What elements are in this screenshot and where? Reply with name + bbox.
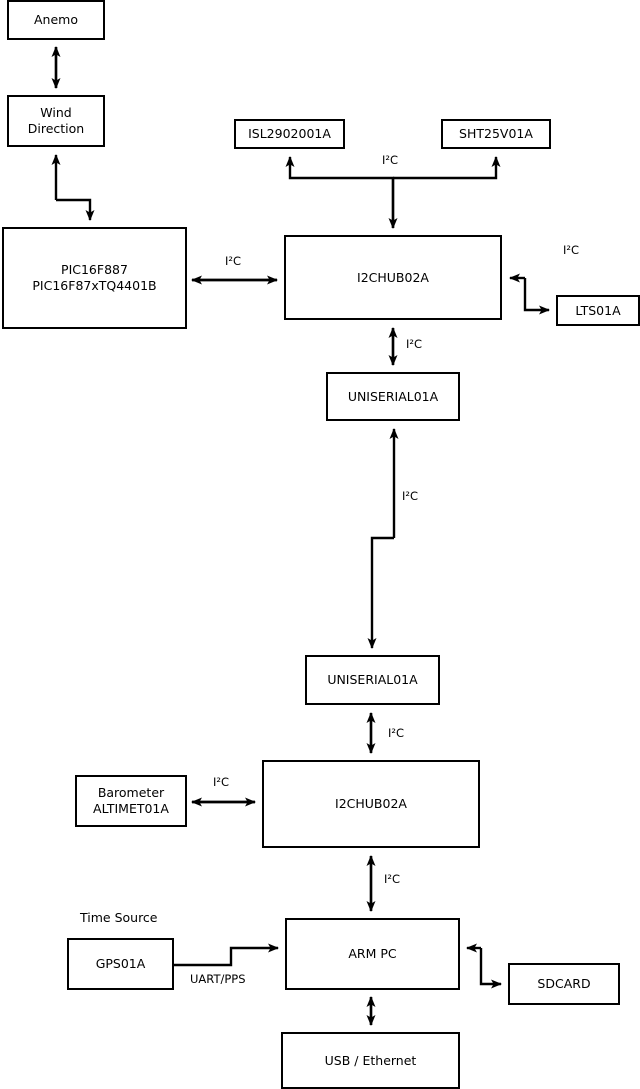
edge-uniserial-down: [367, 536, 394, 649]
node-anemo[interactable]: Anemo: [7, 0, 105, 40]
edge-label-uniserial-hub2: I²C: [388, 726, 405, 740]
node-arm-pc-label: ARM PC: [348, 946, 397, 962]
node-i2chub02a-bottom[interactable]: I2CHUB02A: [262, 760, 480, 848]
node-sht25v01a[interactable]: SHT25V01A: [441, 119, 551, 149]
node-isl2902001a[interactable]: ISL2902001A: [234, 119, 345, 149]
edge-label-uniserial-link: I²C: [402, 489, 419, 503]
node-gps01a-label: GPS01A: [95, 956, 146, 972]
edge-label-gps-armpc: UART/PPS: [190, 972, 246, 986]
node-barometer-altimet01a[interactable]: Barometer ALTIMET01A: [75, 775, 187, 827]
edge-gps-armpc: [174, 943, 279, 967]
node-sdcard[interactable]: SDCARD: [508, 963, 620, 1005]
node-arm-pc[interactable]: ARM PC: [285, 918, 460, 990]
time-source-label: Time Source: [80, 910, 158, 925]
node-lts01a[interactable]: LTS01A: [556, 295, 640, 326]
edge-label-pic-hub: I²C: [225, 254, 242, 268]
edge-hub-lts-out: [523, 278, 550, 315]
node-sht25v01a-label: SHT25V01A: [459, 126, 533, 142]
edge-label-barometer-hub2: I²C: [213, 775, 230, 789]
node-barometer-altimet01a-label: Barometer ALTIMET01A: [93, 785, 169, 816]
edge-hub-bus: [285, 156, 395, 228]
node-uniserial01a-lower[interactable]: UNISERIAL01A: [305, 655, 440, 705]
node-pic-microcontroller[interactable]: PIC16F887 PIC16F87xTQ4401B: [2, 227, 187, 329]
node-anemo-label: Anemo: [34, 12, 78, 28]
node-isl2902001a-label: ISL2902001A: [248, 126, 331, 142]
edge-label-hub2-armpc: I²C: [384, 872, 401, 886]
edge-wind-pic-elbow: [56, 198, 95, 221]
node-uniserial01a-upper-label: UNISERIAL01A: [347, 388, 439, 404]
node-usb-ethernet[interactable]: USB / Ethernet: [281, 1032, 460, 1089]
node-wind-direction-label: Wind Direction: [27, 105, 85, 136]
node-uniserial01a-upper[interactable]: UNISERIAL01A: [326, 372, 460, 421]
edge-armpc-sdcard-out: [479, 948, 502, 989]
node-i2chub02a-top[interactable]: I2CHUB02A: [284, 235, 502, 320]
edge-hub-bus-right: [393, 156, 501, 180]
node-uniserial01a-lower-label: UNISERIAL01A: [327, 672, 418, 688]
node-usb-ethernet-label: USB / Ethernet: [324, 1052, 417, 1068]
node-sdcard-label: SDCARD: [537, 976, 591, 992]
node-lts01a-label: LTS01A: [575, 302, 621, 318]
edge-label-hub-lts: I²C: [563, 243, 580, 257]
node-pic-microcontroller-label: PIC16F887 PIC16F87xTQ4401B: [32, 262, 157, 293]
node-i2chub02a-top-label: I2CHUB02A: [357, 269, 429, 285]
edge-label-hub-sensors: I²C: [382, 153, 399, 167]
edge-label-hub-uniserial: I²C: [406, 337, 423, 351]
node-i2chub02a-bottom-label: I2CHUB02A: [335, 796, 407, 812]
node-wind-direction[interactable]: Wind Direction: [7, 95, 105, 147]
node-gps01a[interactable]: GPS01A: [67, 938, 174, 990]
